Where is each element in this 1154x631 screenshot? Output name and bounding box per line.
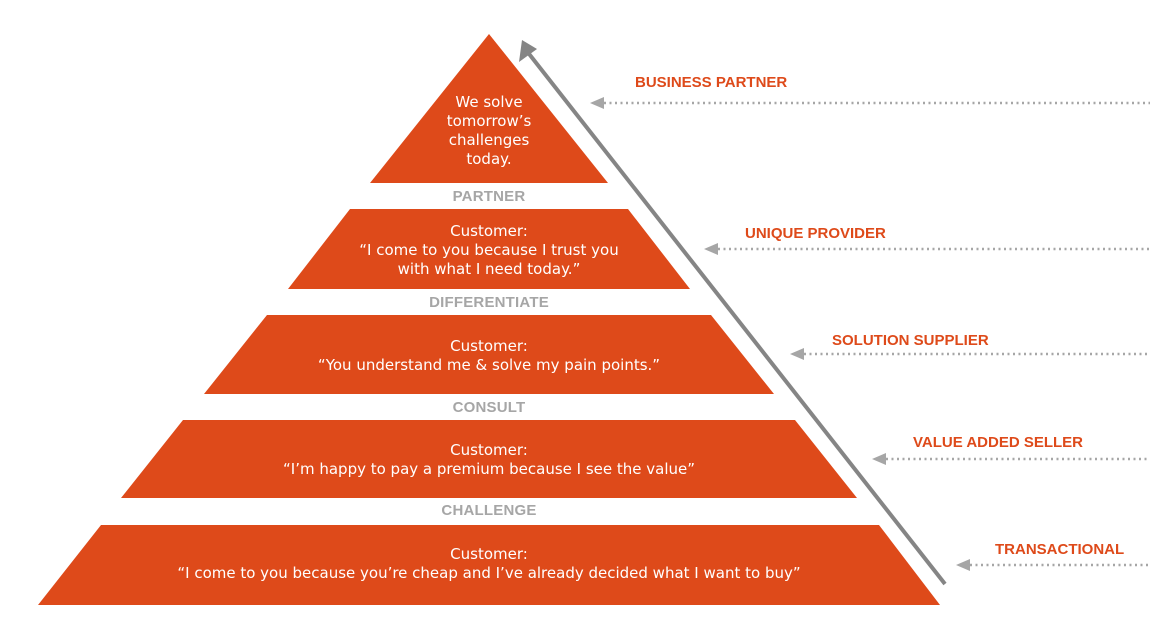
tier-1-line-2: tomorrow’s xyxy=(446,112,532,130)
level-pointer-2 xyxy=(704,243,1150,255)
tier-3-line-1: Customer: xyxy=(450,337,528,355)
tier-5-text: Customer: “I come to you because you’re … xyxy=(55,545,923,583)
divider-consult: CONSULT xyxy=(452,399,526,416)
progression-arrow-head xyxy=(519,40,537,62)
level-pointer-3 xyxy=(790,348,1150,360)
tier-2-line-3: with what I need today.” xyxy=(397,260,581,278)
tier-2-line-1: Customer: xyxy=(450,222,528,240)
tier-2-line-2: “I come to you because I trust you xyxy=(359,241,619,259)
tier-1-text: We solve tomorrow’s challenges today. xyxy=(420,93,558,169)
progression-arrow-shaft xyxy=(524,48,947,586)
tier-4-shape xyxy=(121,420,857,498)
divider-partner: PARTNER xyxy=(452,188,526,205)
tier-3-shape xyxy=(204,315,774,394)
level-label-business-partner: BUSINESS PARTNER xyxy=(635,74,788,91)
tier-5-line-2: “I come to you because you’re cheap and … xyxy=(177,564,801,582)
tier-1-line-3: challenges xyxy=(448,131,530,149)
tier-2-text: Customer: “I come to you because I trust… xyxy=(300,222,678,279)
tier-1-line-1: We solve xyxy=(455,93,523,111)
tier-3-line-2: “You understand me & solve my pain point… xyxy=(317,356,661,374)
level-label-value-added-seller: VALUE ADDED SELLER xyxy=(913,434,1084,451)
tier-1-line-4: today. xyxy=(466,150,512,168)
level-label-transactional: TRANSACTIONAL xyxy=(995,541,1125,558)
tier-5-line-1: Customer: xyxy=(450,545,528,563)
tier-1-shape xyxy=(370,34,608,183)
divider-differentiate: DIFFERENTIATE xyxy=(429,294,549,311)
divider-challenge: CHALLENGE xyxy=(441,502,537,519)
tier-4-line-1: Customer: xyxy=(450,441,528,459)
tier-4-line-2: “I’m happy to pay a premium because I se… xyxy=(283,460,695,478)
tier-5-shape xyxy=(38,525,940,605)
tier-4-text: Customer: “I’m happy to pay a premium be… xyxy=(135,441,843,479)
level-label-solution-supplier: SOLUTION SUPPLIER xyxy=(832,332,989,349)
level-pointer-5 xyxy=(956,559,1150,571)
level-label-unique-provider: UNIQUE PROVIDER xyxy=(745,225,886,242)
level-pointer-4 xyxy=(872,453,1150,465)
tier-3-text: Customer: “You understand me & solve my … xyxy=(215,337,763,375)
tier-2-shape xyxy=(288,209,690,289)
level-pointer-1 xyxy=(590,97,1150,109)
